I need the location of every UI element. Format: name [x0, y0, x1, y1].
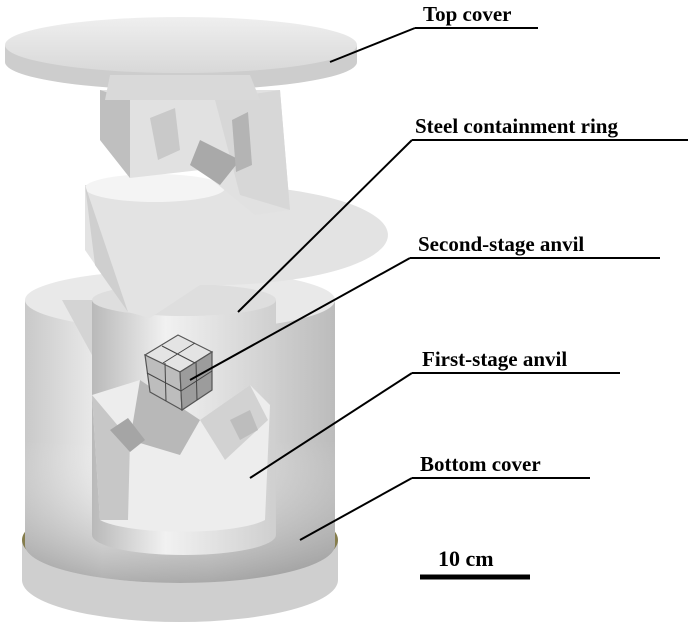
- scale-bar: 10 cm: [420, 546, 530, 580]
- scale-bar-label: 10 cm: [438, 546, 494, 571]
- top-cover-part: [5, 17, 357, 100]
- first-stage-anvil-part: [92, 380, 270, 532]
- label-top-cover: Top cover: [423, 2, 511, 26]
- label-first-stage-anvil: First-stage anvil: [422, 347, 567, 371]
- leader-lines: [189, 27, 688, 541]
- label-second-stage-anvil: Second-stage anvil: [418, 232, 584, 256]
- upper-wedges-part: [100, 90, 290, 215]
- upper-anvil-part: [85, 174, 388, 318]
- label-bottom-cover: Bottom cover: [420, 452, 541, 476]
- second-stage-anvil-part: [143, 334, 214, 412]
- label-steel-containment-ring: Steel containment ring: [415, 114, 618, 138]
